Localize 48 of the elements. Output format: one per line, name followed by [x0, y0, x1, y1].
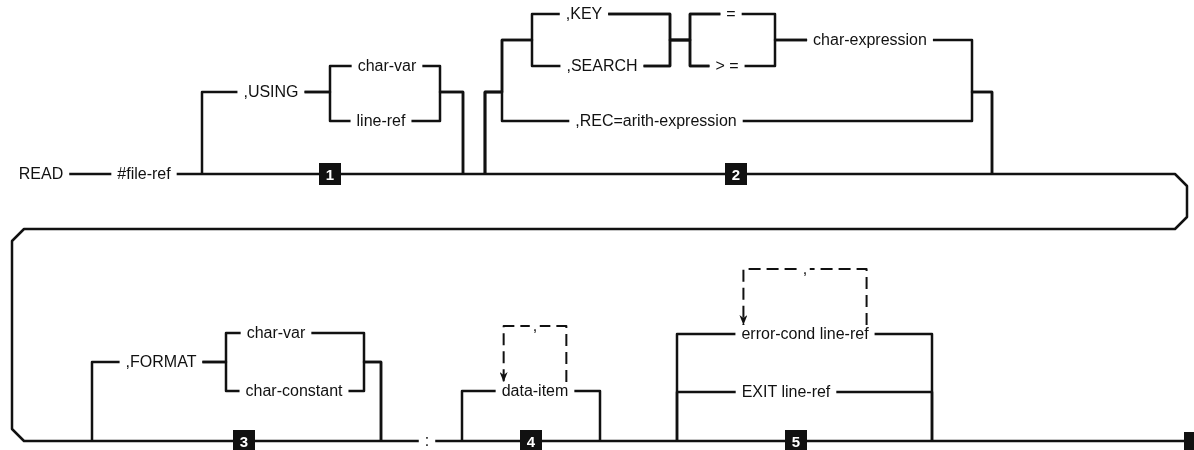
syntax-term: :: [418, 432, 436, 450]
rail-line: [176, 172, 319, 176]
rail-line: [542, 439, 785, 443]
rail-line: [836, 390, 934, 441]
syntax-term: ,USING: [237, 83, 305, 101]
rail-line: [435, 439, 520, 443]
end-bar: [1184, 432, 1194, 450]
callout-number: 5: [785, 430, 807, 450]
callout-number: 3: [233, 430, 255, 450]
rail-line: [348, 360, 383, 441]
rail-line: [90, 360, 120, 441]
syntax-term: char-var: [240, 324, 312, 342]
syntax-term: ,REC=arith-expression: [569, 112, 743, 130]
syntax-term: char-constant: [239, 382, 349, 400]
rail-line: [675, 390, 736, 441]
syntax-term: line-ref: [350, 112, 412, 130]
syntax-term: #file-ref: [111, 165, 177, 183]
rail-line: [304, 90, 351, 123]
syntax-term: EXIT line-ref: [735, 383, 837, 401]
rail-line: [483, 90, 570, 174]
repeat-arrow: [739, 268, 868, 326]
repeat-arrow: [499, 325, 568, 383]
rail-line: [10, 172, 1189, 443]
rail-line: [460, 389, 496, 441]
syntax-term: READ: [12, 165, 70, 183]
rail-line: [411, 90, 465, 174]
rail-line: [574, 389, 602, 441]
rail-line: [202, 360, 240, 393]
rail-line: [742, 90, 994, 174]
rail-line: [69, 172, 112, 176]
syntax-term: > =: [709, 57, 745, 75]
rail-line: [255, 439, 419, 443]
rail-line: [643, 38, 710, 68]
callout-number: 4: [520, 430, 542, 450]
syntax-term: char-var: [351, 57, 423, 75]
callout-number: 1: [319, 163, 341, 185]
callout-number: 2: [725, 163, 747, 185]
rail-line: [341, 172, 725, 176]
rail-line: [807, 439, 1184, 443]
syntax-term: ,KEY: [559, 5, 609, 23]
syntax-term: =: [720, 5, 742, 23]
syntax-term: ,SEARCH: [560, 57, 644, 75]
syntax-term: error-cond line-ref: [735, 325, 875, 343]
syntax-term: data-item: [495, 382, 575, 400]
rail-line: [200, 90, 238, 174]
syntax-term: ,FORMAT: [119, 353, 203, 371]
rail-line: [744, 38, 808, 68]
syntax-term: char-expression: [807, 31, 933, 49]
